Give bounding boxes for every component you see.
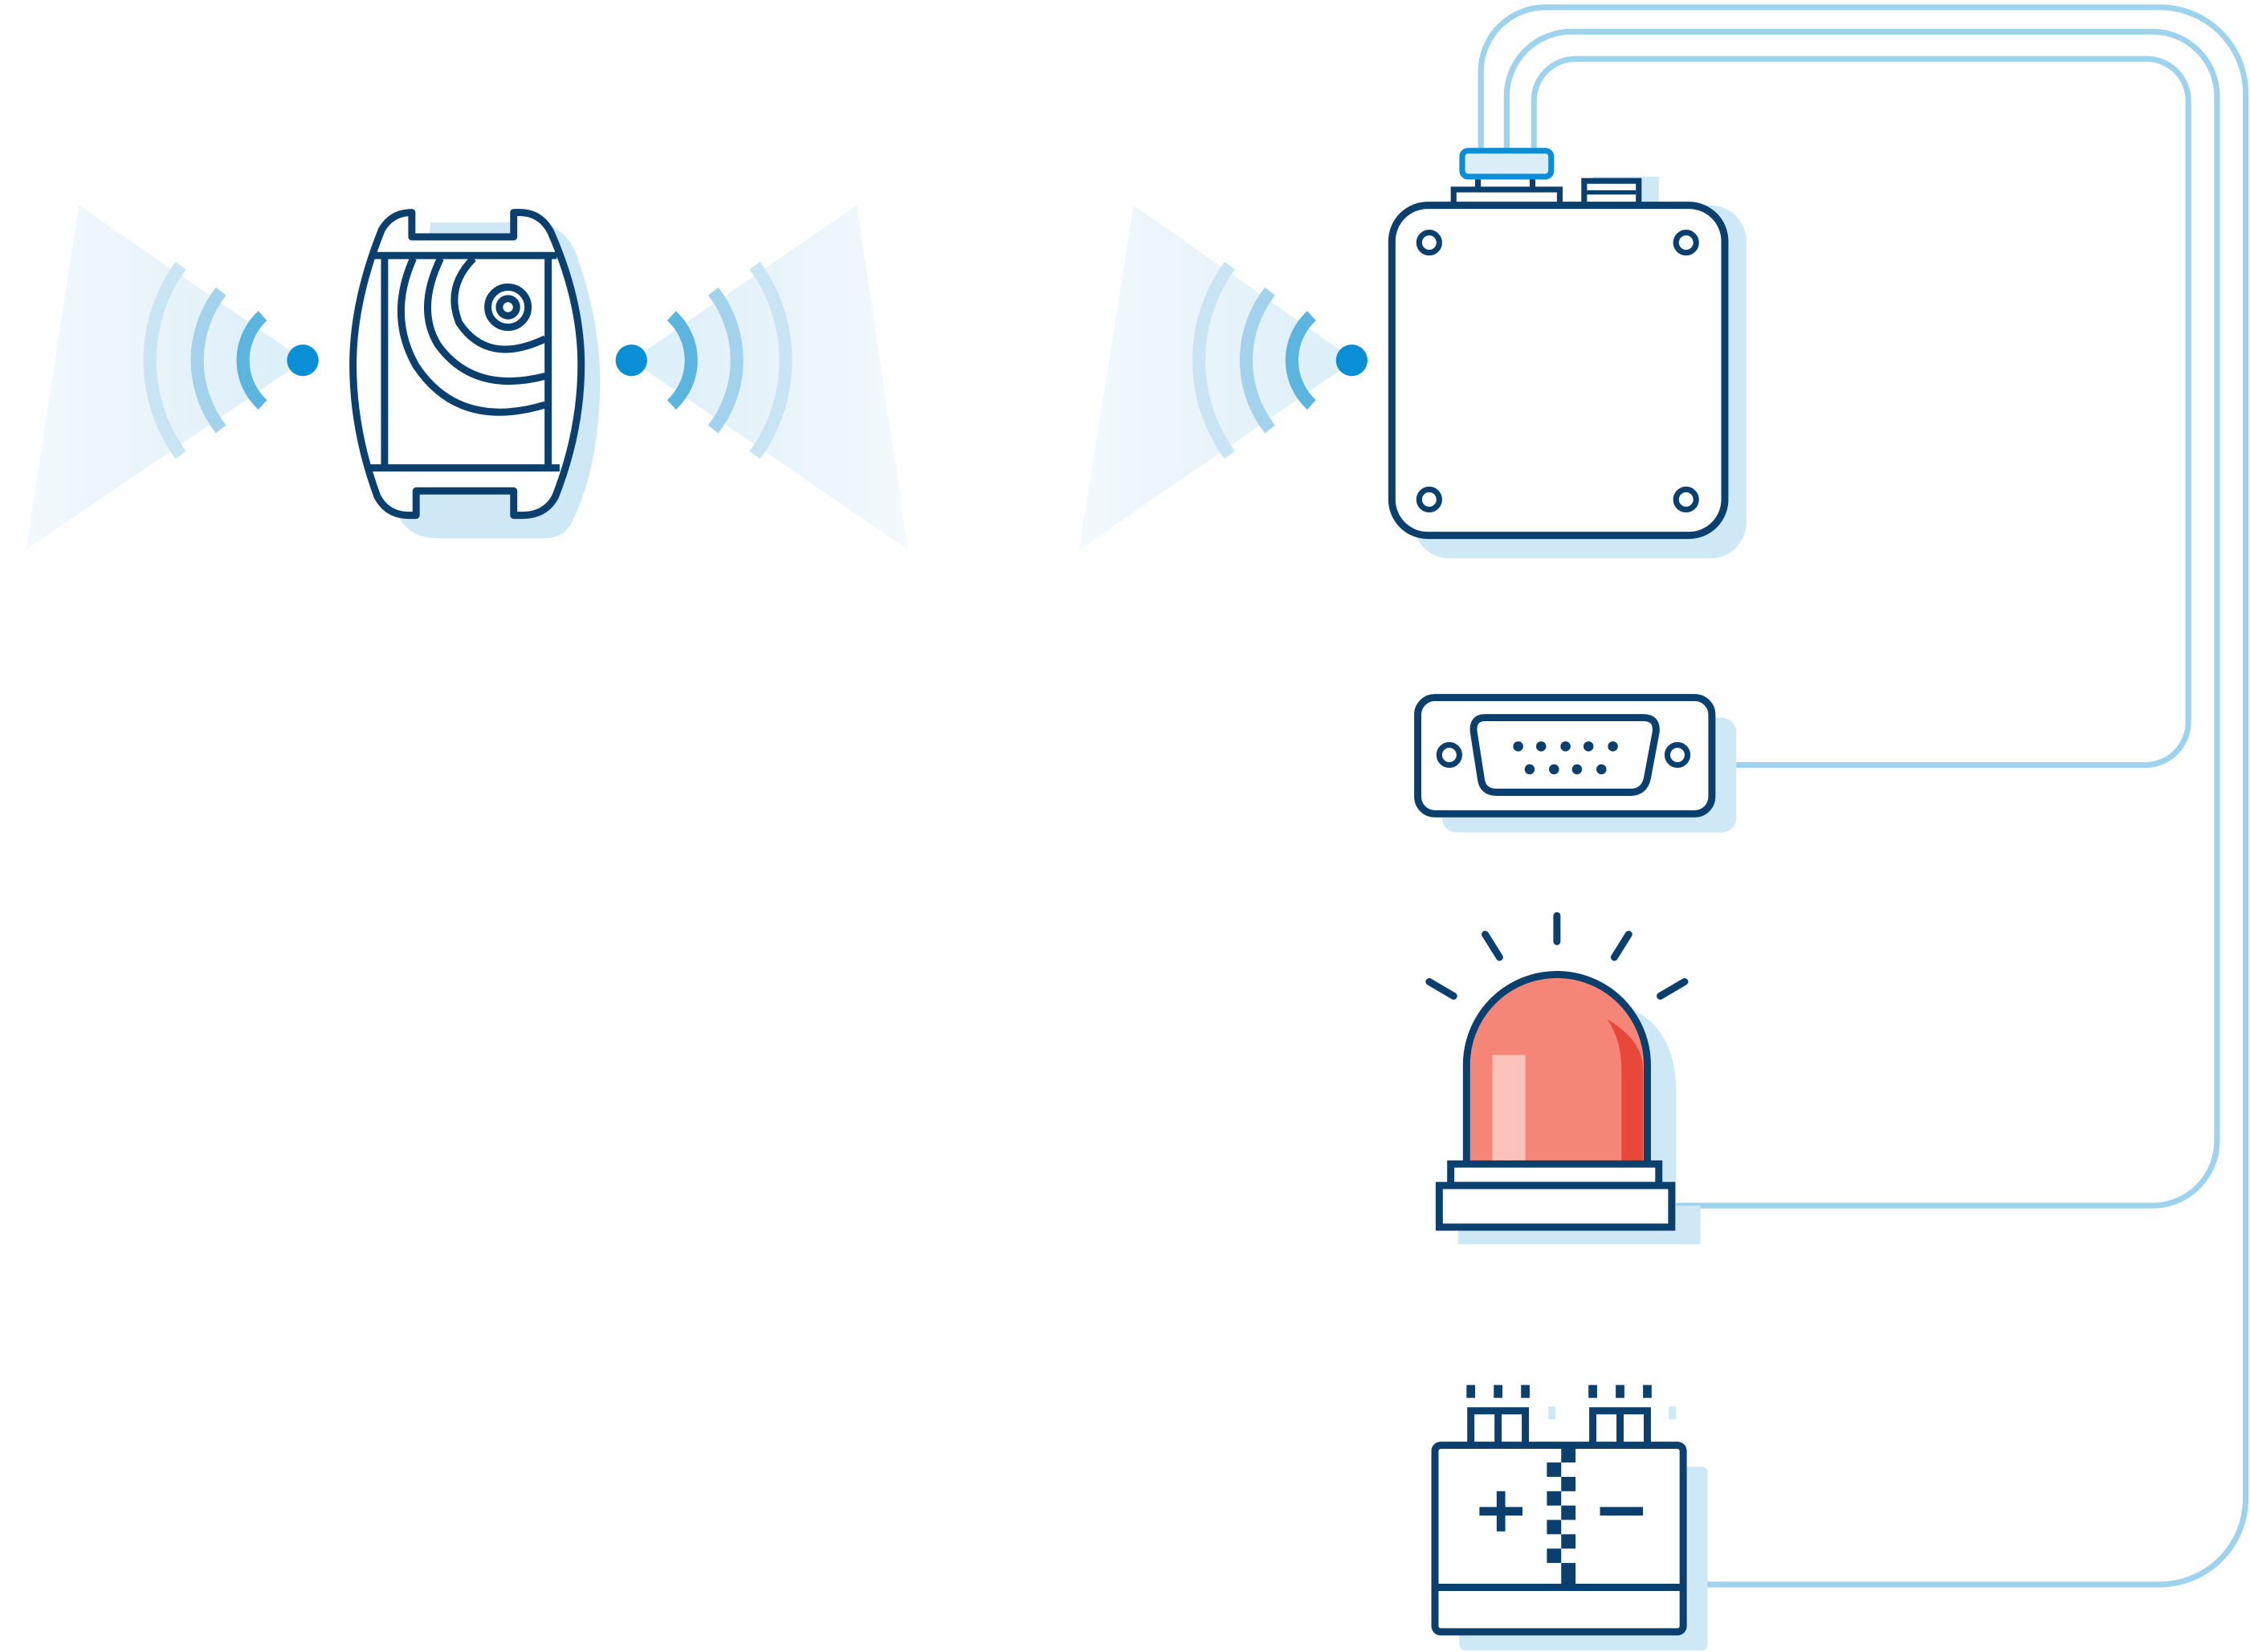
receiver-box-icon <box>1388 148 1747 559</box>
cable-battery <box>1478 4 2249 1588</box>
signal-dot <box>287 344 319 377</box>
signal-dot <box>615 344 647 377</box>
cable-bundle <box>1478 4 2249 1588</box>
battery-icon <box>1431 1385 1708 1651</box>
key-fob-icon <box>349 209 601 539</box>
siren-light-icon <box>1425 912 1701 1245</box>
antenna-connector <box>1459 148 1555 180</box>
plus-icon <box>1479 1491 1522 1532</box>
db9-connector-icon <box>1414 694 1737 833</box>
wireless-signal-right <box>615 205 909 550</box>
cable-serial <box>1531 55 2191 769</box>
signal-dot <box>1335 344 1368 377</box>
minus-icon <box>1600 1507 1644 1516</box>
wireless-signal-left <box>26 205 319 550</box>
battery-divider <box>1547 1448 1576 1585</box>
cable-siren <box>1503 28 2220 1209</box>
receiver-signal <box>1078 205 1368 550</box>
